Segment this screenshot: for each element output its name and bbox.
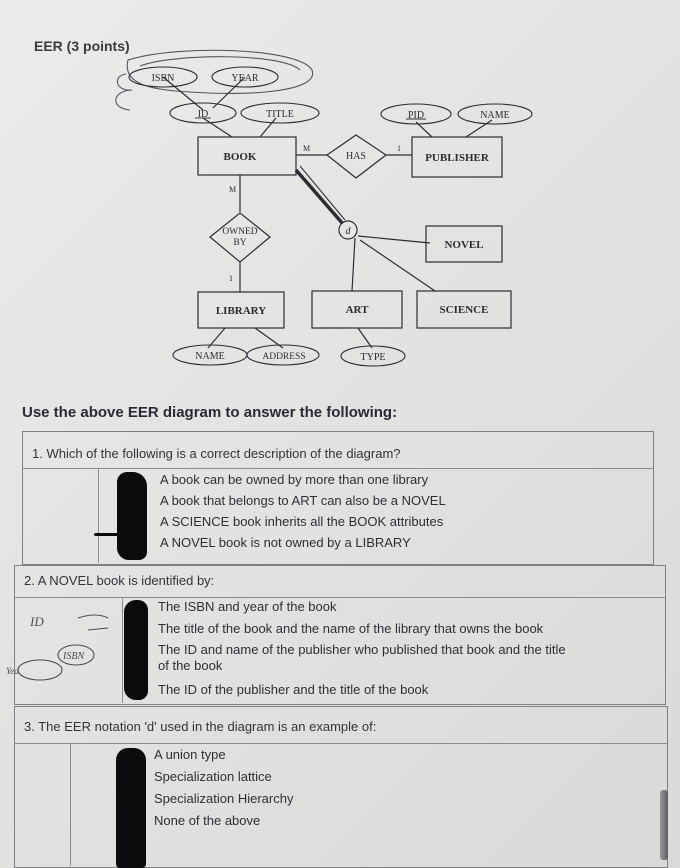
pen-scribble xyxy=(115,49,314,111)
eer-diagram: ISBN YEAR ID TITLE PID NAME NAME ADDRESS… xyxy=(115,49,533,367)
relationship-has: HAS xyxy=(346,151,366,162)
cardinality-book-has: M xyxy=(303,144,310,153)
divider xyxy=(98,468,99,563)
page-heading: EER (3 points) xyxy=(34,38,130,54)
instruction-text: Use the above EER diagram to answer the … xyxy=(22,404,398,421)
relationship-owned-by-line1: OWNED xyxy=(222,227,257,237)
question-2-text: 2. A NOVEL book is identified by: xyxy=(24,573,215,588)
attr-year: YEAR xyxy=(231,73,259,84)
marker-redaction xyxy=(116,748,146,868)
attr-address: ADDRESS xyxy=(262,352,305,362)
attr-type: TYPE xyxy=(361,352,386,363)
attr-publisher-name: NAME xyxy=(480,110,509,121)
specialization-symbol: d xyxy=(346,226,352,237)
entity-library: LIBRARY xyxy=(216,305,266,317)
attr-library-name: NAME xyxy=(195,351,224,362)
question-3-text: 3. The EER notation 'd' used in the diag… xyxy=(24,719,377,734)
note-year: Yea xyxy=(6,666,19,676)
note-isbn: ISBN xyxy=(62,651,85,662)
page-edge xyxy=(660,790,668,860)
question-1-text: 1. Which of the following is a correct d… xyxy=(32,446,401,461)
q3-option-4[interactable]: None of the above xyxy=(154,813,261,828)
attr-title: TITLE xyxy=(266,109,294,120)
marker-strike xyxy=(94,533,134,536)
q3-option-3[interactable]: Specialization Hierarchy xyxy=(154,791,294,806)
marker-redaction xyxy=(124,600,148,700)
marker-redaction xyxy=(117,472,147,560)
divider xyxy=(14,743,667,744)
divider xyxy=(14,597,665,598)
cardinality-owned-library: 1 xyxy=(229,274,233,283)
q2-option-4[interactable]: The ID of the publisher and the title of… xyxy=(158,682,429,697)
note-id: ID xyxy=(29,614,44,629)
attr-pid: PID xyxy=(408,110,424,121)
q3-option-2[interactable]: Specialization lattice xyxy=(154,769,272,784)
question-1-box xyxy=(22,431,654,565)
q1-option-2[interactable]: A book that belongs to ART can also be a… xyxy=(160,493,446,508)
q3-option-1[interactable]: A union type xyxy=(154,747,226,762)
entity-art: ART xyxy=(346,304,370,316)
q1-option-3[interactable]: A SCIENCE book inherits all the BOOK att… xyxy=(160,514,444,529)
cardinality-book-owned: M xyxy=(229,185,236,194)
entity-book: BOOK xyxy=(223,151,256,163)
entity-publisher: PUBLISHER xyxy=(425,152,490,164)
divider xyxy=(70,743,71,866)
q2-option-2[interactable]: The title of the book and the name of th… xyxy=(158,621,544,636)
q2-option-3[interactable]: The ID and name of the publisher who pub… xyxy=(158,642,566,657)
entity-novel: NOVEL xyxy=(444,239,483,251)
q1-option-1[interactable]: A book can be owned by more than one lib… xyxy=(160,472,429,487)
q1-option-4[interactable]: A NOVEL book is not owned by a LIBRARY xyxy=(160,535,411,550)
handwritten-notes: ID ISBN Yea xyxy=(6,614,109,681)
q2-option-3-continued: of the book xyxy=(158,658,223,673)
relationship-owned-by-line2: BY xyxy=(233,238,246,248)
cardinality-has-publisher: 1 xyxy=(397,144,401,153)
divider xyxy=(22,468,653,469)
entity-science: SCIENCE xyxy=(440,304,489,316)
attr-isbn: ISBN xyxy=(152,73,175,84)
attr-id: ID xyxy=(198,109,209,120)
q2-option-1[interactable]: The ISBN and year of the book xyxy=(158,599,337,614)
divider xyxy=(122,597,123,703)
question-2-box xyxy=(14,565,666,705)
